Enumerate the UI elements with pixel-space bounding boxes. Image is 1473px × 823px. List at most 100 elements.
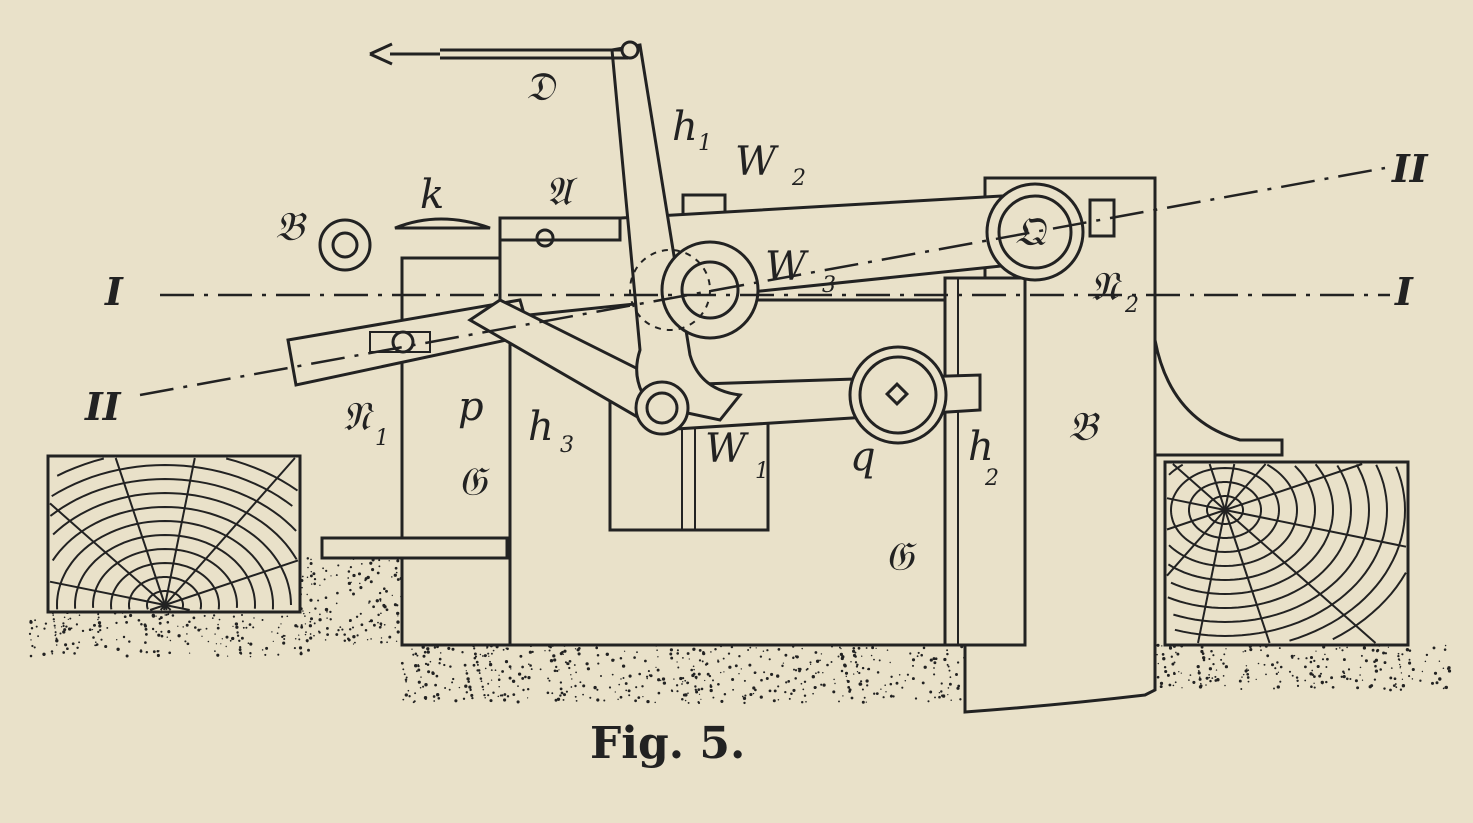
stipple-dot: [698, 659, 702, 662]
stipple-dot: [1321, 682, 1324, 685]
stipple-dot: [53, 624, 56, 627]
stipple-dot: [644, 659, 647, 663]
stipple-dot: [563, 649, 567, 653]
stipple-dot: [801, 647, 803, 650]
stipple-dot: [304, 615, 306, 617]
stipple-dot: [465, 670, 467, 672]
grain-ray: [49, 580, 166, 606]
stipple-dot: [549, 659, 554, 663]
stipple-dot: [861, 655, 863, 657]
stipple-dot: [167, 613, 170, 616]
stipple-dot: [73, 652, 76, 655]
stipple-dot: [1257, 662, 1260, 665]
stipple-dot: [922, 646, 926, 650]
stipple-dot: [1161, 653, 1165, 656]
grain-ring: [55, 519, 274, 610]
stipple-dot: [596, 698, 600, 702]
slider-a: [498, 216, 622, 242]
stipple-dot: [54, 627, 56, 629]
stipple-dot: [1279, 665, 1283, 669]
stipple-dot: [1291, 674, 1294, 677]
stipple-dot: [812, 692, 814, 695]
grain-ring: [1168, 509, 1298, 568]
stipple-dot: [492, 691, 495, 694]
stipple-dot: [1173, 672, 1176, 676]
stipple-dot: [235, 625, 239, 629]
stipple-dot: [792, 688, 796, 692]
stipple-dot: [834, 682, 836, 685]
stipple-dot: [305, 631, 307, 633]
stipple-dot: [870, 654, 873, 657]
stipple-dot: [241, 620, 244, 623]
stipple-dot: [697, 688, 701, 691]
stipple-dot: [1297, 657, 1300, 660]
stipple-dot: [1359, 666, 1362, 669]
stipple-dot: [76, 646, 79, 650]
grain-ring: [1395, 466, 1406, 511]
stipple-dot: [1433, 671, 1438, 675]
stipple-dot: [645, 675, 649, 678]
label-n1: 𝔑: [342, 394, 374, 440]
stipple-dot: [670, 656, 674, 660]
stipple-dot: [403, 673, 406, 676]
stipple-dot: [177, 625, 179, 627]
stipple-dot: [772, 699, 776, 703]
stipple-dot: [359, 586, 363, 590]
stipple-dot: [669, 652, 673, 656]
stipple-dot: [487, 694, 490, 697]
grain-ring: [1167, 509, 1316, 582]
stipple-dot: [850, 660, 852, 663]
stipple-dot: [675, 684, 679, 687]
stipple-dot: [234, 622, 239, 626]
stipple-dot: [633, 656, 636, 659]
stipple-dot: [461, 651, 464, 654]
stipple-dot: [382, 603, 386, 608]
stipple-dot: [732, 688, 735, 691]
grain-ray: [164, 457, 196, 606]
stipple-dot: [933, 661, 937, 665]
stipple-dot: [677, 666, 680, 669]
stipple-dot: [934, 696, 936, 699]
stipple-dot: [232, 615, 235, 618]
grain-ring: [91, 547, 238, 608]
stipple-dot: [404, 693, 408, 697]
stipple-dot: [214, 633, 216, 635]
wood-grain: [1166, 463, 1407, 644]
mark-ii-right: II: [1391, 146, 1429, 191]
stipple-dot: [943, 657, 947, 662]
stipple-dot: [50, 650, 54, 653]
stipple-dot: [728, 665, 732, 669]
stipple-dot: [1200, 645, 1204, 649]
stipple-dot: [414, 664, 418, 668]
stipple-dot: [647, 670, 650, 673]
stipple-dot: [471, 696, 474, 700]
stipple-dot: [1408, 661, 1412, 665]
grain-ring: [1332, 572, 1407, 641]
grain-ring: [51, 505, 292, 606]
stipple-dot: [955, 673, 958, 676]
stipple-dot: [755, 647, 757, 649]
stipple-dot: [144, 624, 147, 628]
stipple-dot: [325, 626, 329, 630]
stipple-dot: [1265, 673, 1267, 676]
stipple-dot: [698, 648, 702, 652]
stipple-dot: [346, 637, 350, 641]
left-timber-block: [46, 454, 302, 614]
stipple-dot: [309, 562, 313, 565]
grain-ray: [164, 559, 299, 606]
stipple-dot: [1444, 644, 1447, 647]
stipple-dot: [1399, 663, 1401, 666]
stipple-dot: [402, 698, 405, 701]
grain-ring: [1266, 463, 1298, 511]
grain-ray: [1197, 509, 1226, 644]
stipple-dot: [1210, 650, 1213, 653]
grain-ring: [1336, 464, 1352, 511]
stipple-dot: [1335, 647, 1338, 650]
stipple-dot: [1242, 651, 1244, 653]
stipple-dot: [959, 698, 962, 701]
stipple-dot: [429, 660, 432, 663]
stipple-dot: [878, 659, 881, 662]
stipple-dot: [326, 617, 328, 619]
grain-ring: [52, 491, 298, 560]
stipple-dot: [1305, 657, 1308, 660]
